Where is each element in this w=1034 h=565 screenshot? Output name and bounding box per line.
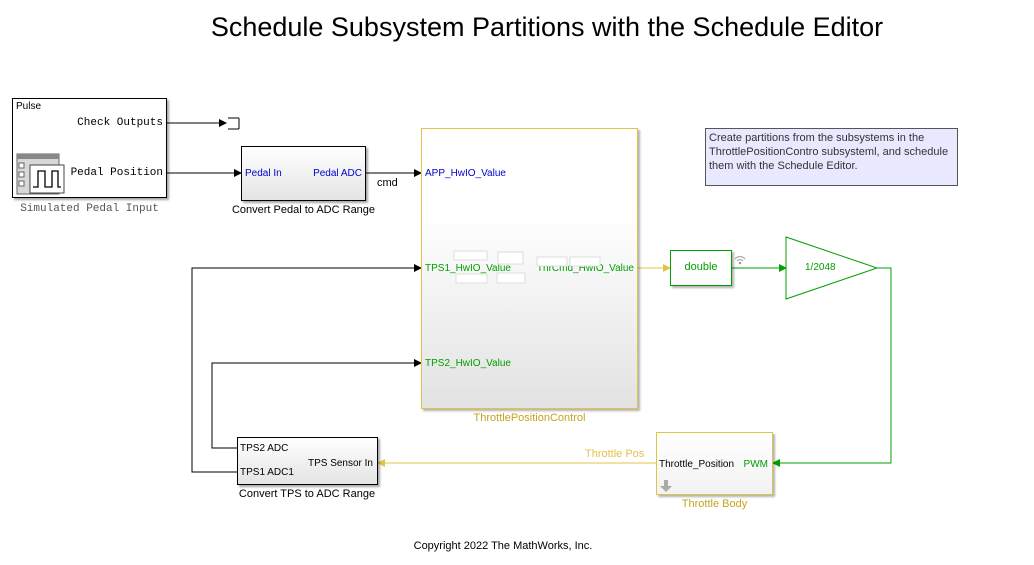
subsystem-preview-icon [453, 250, 601, 284]
throttle-position-control-caption: ThrottlePositionControl [473, 412, 586, 424]
wire-tps2 [211, 359, 422, 449]
port-throttle-position: Throttle_Position [659, 459, 735, 470]
throttle-body-caption: Throttle Body [681, 498, 748, 510]
convert-pedal-block[interactable]: Pedal In Pedal ADC [241, 146, 366, 201]
pulse-label: Pulse [16, 101, 42, 112]
convert-tps-caption: Convert TPS to ADC Range [238, 488, 376, 500]
port-pedal-in: Pedal In [245, 168, 282, 179]
port-pedal-position: Pedal Position [70, 167, 163, 179]
simulated-pedal-input-caption: Simulated Pedal Input [20, 203, 159, 215]
double-label: double [684, 261, 718, 273]
diagram-title: Schedule Subsystem Partitions with the S… [210, 12, 884, 42]
port-check-outputs: Check Outputs [77, 117, 163, 129]
data-type-conversion-block[interactable]: double [670, 250, 732, 286]
gain-label: 1/2048 [805, 262, 836, 273]
signal-label-throttle-pos: Throttle Pos [585, 448, 645, 460]
convert-tps-block[interactable]: TPS2 ADC TPS1 ADC1 TPS Sensor In [237, 437, 378, 485]
port-thrcmd-hwio: ThrCmd_HwIO_Value [536, 263, 634, 274]
convert-pedal-caption: Convert Pedal to ADC Range [231, 204, 376, 216]
wire-gain-pwm [772, 267, 892, 467]
port-tps1-adc1: TPS1 ADC1 [240, 467, 294, 478]
port-tps1-hwio: TPS1_HwIO_Value [425, 263, 511, 274]
signal-builder-icon [16, 153, 65, 195]
port-app-hwio: APP_HwIO_Value [425, 168, 506, 179]
annotation-text: Create partitions from the subsystems in… [709, 132, 949, 172]
gain-triangle [785, 236, 879, 300]
port-pwm: PWM [743, 459, 768, 470]
simulated-pedal-input-block[interactable]: Pulse Check Outputs Pedal Position [12, 98, 167, 198]
port-tps2-hwio: TPS2_HwIO_Value [425, 358, 511, 369]
throttle-body-block[interactable]: Throttle_Position PWM [656, 432, 773, 495]
annotation-note: Create partitions from the subsystems in… [705, 128, 958, 186]
wireless-signal-icon [734, 256, 746, 265]
wire-tps1 [191, 264, 422, 473]
port-tps2-adc: TPS2 ADC [240, 443, 289, 454]
throttle-position-control-block[interactable]: APP_HwIO_Value TPS1_HwIO_Value TPS2_HwIO… [421, 128, 638, 409]
copyright-text: Copyright 2022 The MathWorks, Inc. [413, 540, 593, 552]
port-pedal-adc: Pedal ADC [313, 168, 362, 179]
signal-label-cmd: cmd [377, 177, 398, 189]
down-arrow-icon [660, 480, 672, 492]
terminator-icon [228, 117, 240, 130]
port-tps-sensor-in: TPS Sensor In [307, 458, 373, 469]
